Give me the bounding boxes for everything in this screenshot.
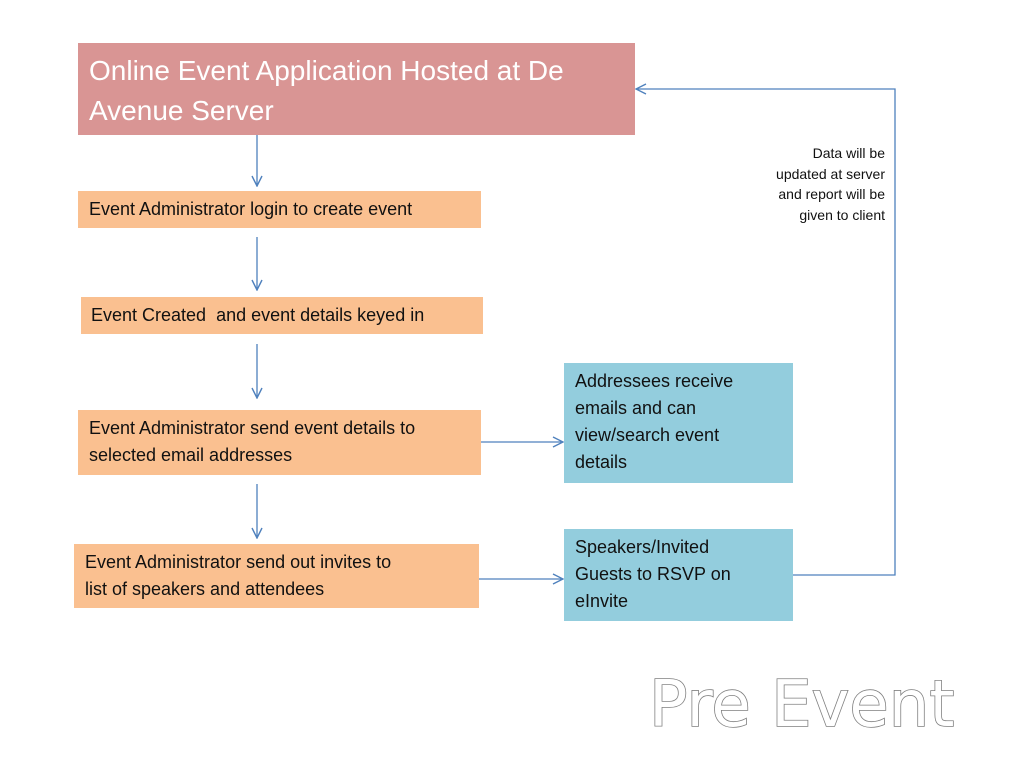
node-admin-login: Event Administrator login to create even… — [78, 191, 481, 228]
node-send-details-line-1: Event Administrator send event details t… — [89, 418, 416, 438]
node-send-invites-line-2: list of speakers and attendees — [85, 579, 325, 599]
node-rsvp-line-2: Guests to RSVP on — [575, 564, 731, 584]
node-server: Online Event Application Hosted at De Av… — [78, 43, 635, 135]
feedback-note-line-4: given to client — [799, 206, 885, 223]
node-event-created: Event Created and event details keyed in — [81, 297, 483, 334]
node-server-line-2: Avenue Server — [89, 95, 274, 126]
node-rsvp: Speakers/Invited Guests to RSVP on eInvi… — [564, 529, 793, 621]
feedback-note-line-2: updated at server — [776, 165, 885, 182]
node-send-invites: Event Administrator send out invites to … — [74, 544, 479, 608]
node-event-created-line-1: Event Created and event details keyed in — [91, 305, 425, 325]
feedback-note: Data will be updated at server and repor… — [745, 143, 885, 225]
node-addressees-line-1: Addressees receive — [575, 371, 734, 391]
node-rsvp-line-3: eInvite — [575, 591, 629, 611]
node-rsvp-line-1: Speakers/Invited — [575, 537, 710, 557]
node-server-line-1: Online Event Application Hosted at De — [89, 55, 564, 86]
feedback-note-line-1: Data will be — [812, 145, 885, 161]
slide-title-text: Pre Event — [649, 668, 954, 742]
node-addressees-receive: Addressees receive emails and can view/s… — [564, 363, 793, 483]
node-addressees-line-3: view/search event — [575, 425, 720, 445]
node-admin-login-line-1: Event Administrator login to create even… — [89, 199, 413, 219]
feedback-note-line-3: and report will be — [778, 186, 885, 202]
arrow-rsvp-to-server — [636, 89, 896, 576]
node-send-details-line-2: selected email addresses — [89, 445, 293, 465]
slide-title: Pre Event Pre Event — [645, 662, 955, 762]
node-send-details: Event Administrator send event details t… — [78, 410, 481, 475]
node-addressees-line-2: emails and can — [575, 398, 697, 418]
node-addressees-line-4: details — [575, 452, 628, 472]
node-send-invites-line-1: Event Administrator send out invites to — [85, 552, 392, 572]
